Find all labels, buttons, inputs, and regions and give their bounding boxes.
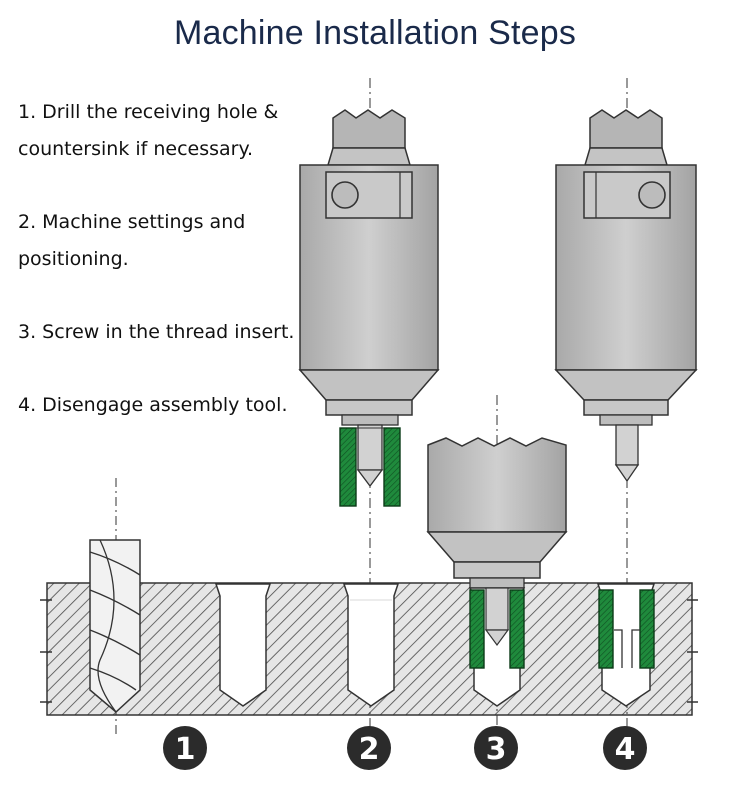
step-marker-2-label: 2 [359, 732, 380, 767]
tapped-hole [342, 583, 400, 707]
step-list: 1. Drill the receiving hole & countersin… [18, 94, 308, 460]
step-marker-2: 2 [347, 726, 391, 770]
step-3-text: 3. Screw in the thread insert. [18, 321, 295, 343]
page-title: Machine Installation Steps [173, 14, 577, 52]
assembly-tool-step-3 [426, 395, 568, 735]
step-marker-1-label: 1 [175, 732, 196, 767]
assembly-tool-step-4 [554, 78, 698, 740]
drilled-hole [214, 583, 272, 707]
step-marker-1: 1 [163, 726, 207, 770]
step-marker-3: 3 [474, 726, 518, 770]
step-1-text: 1. Drill the receiving hole & countersin… [18, 101, 279, 160]
step-marker-3-label: 3 [486, 732, 507, 767]
step-4-text: 4. Disengage assembly tool. [18, 394, 288, 416]
step-marker-4-label: 4 [615, 732, 636, 767]
step-2-text: 2. Machine settings and positioning. [18, 211, 246, 270]
drill-bit [89, 478, 141, 735]
assembly-tool-step-2 [298, 78, 440, 740]
step-marker-4: 4 [603, 726, 647, 770]
